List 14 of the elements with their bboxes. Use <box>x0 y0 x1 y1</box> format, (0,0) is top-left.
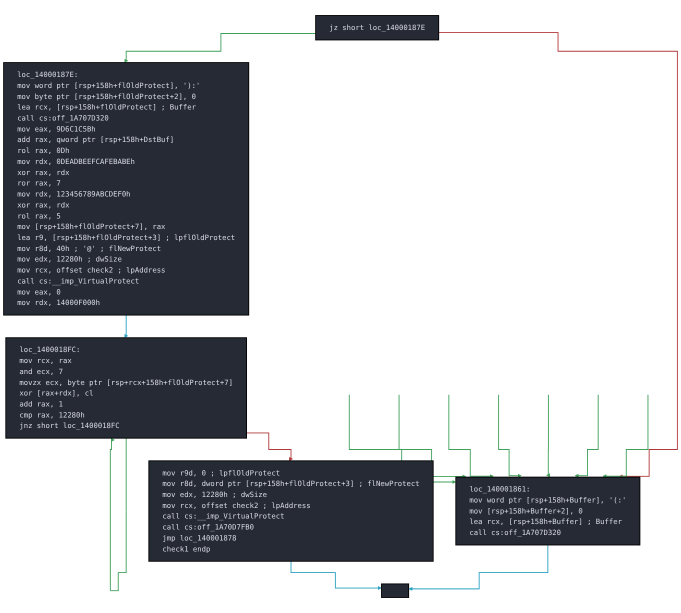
arrow <box>246 432 293 461</box>
arrow <box>546 394 550 478</box>
arrow <box>290 560 382 590</box>
arrow <box>408 544 548 591</box>
arrow <box>124 314 128 338</box>
node-box <box>381 583 410 598</box>
arrow <box>438 32 678 478</box>
arrow <box>602 394 648 478</box>
arrow <box>110 438 127 592</box>
arrow <box>398 394 466 478</box>
arrow <box>448 394 494 478</box>
arrow <box>124 33 316 63</box>
arrow <box>574 394 599 478</box>
arrow <box>498 394 522 478</box>
